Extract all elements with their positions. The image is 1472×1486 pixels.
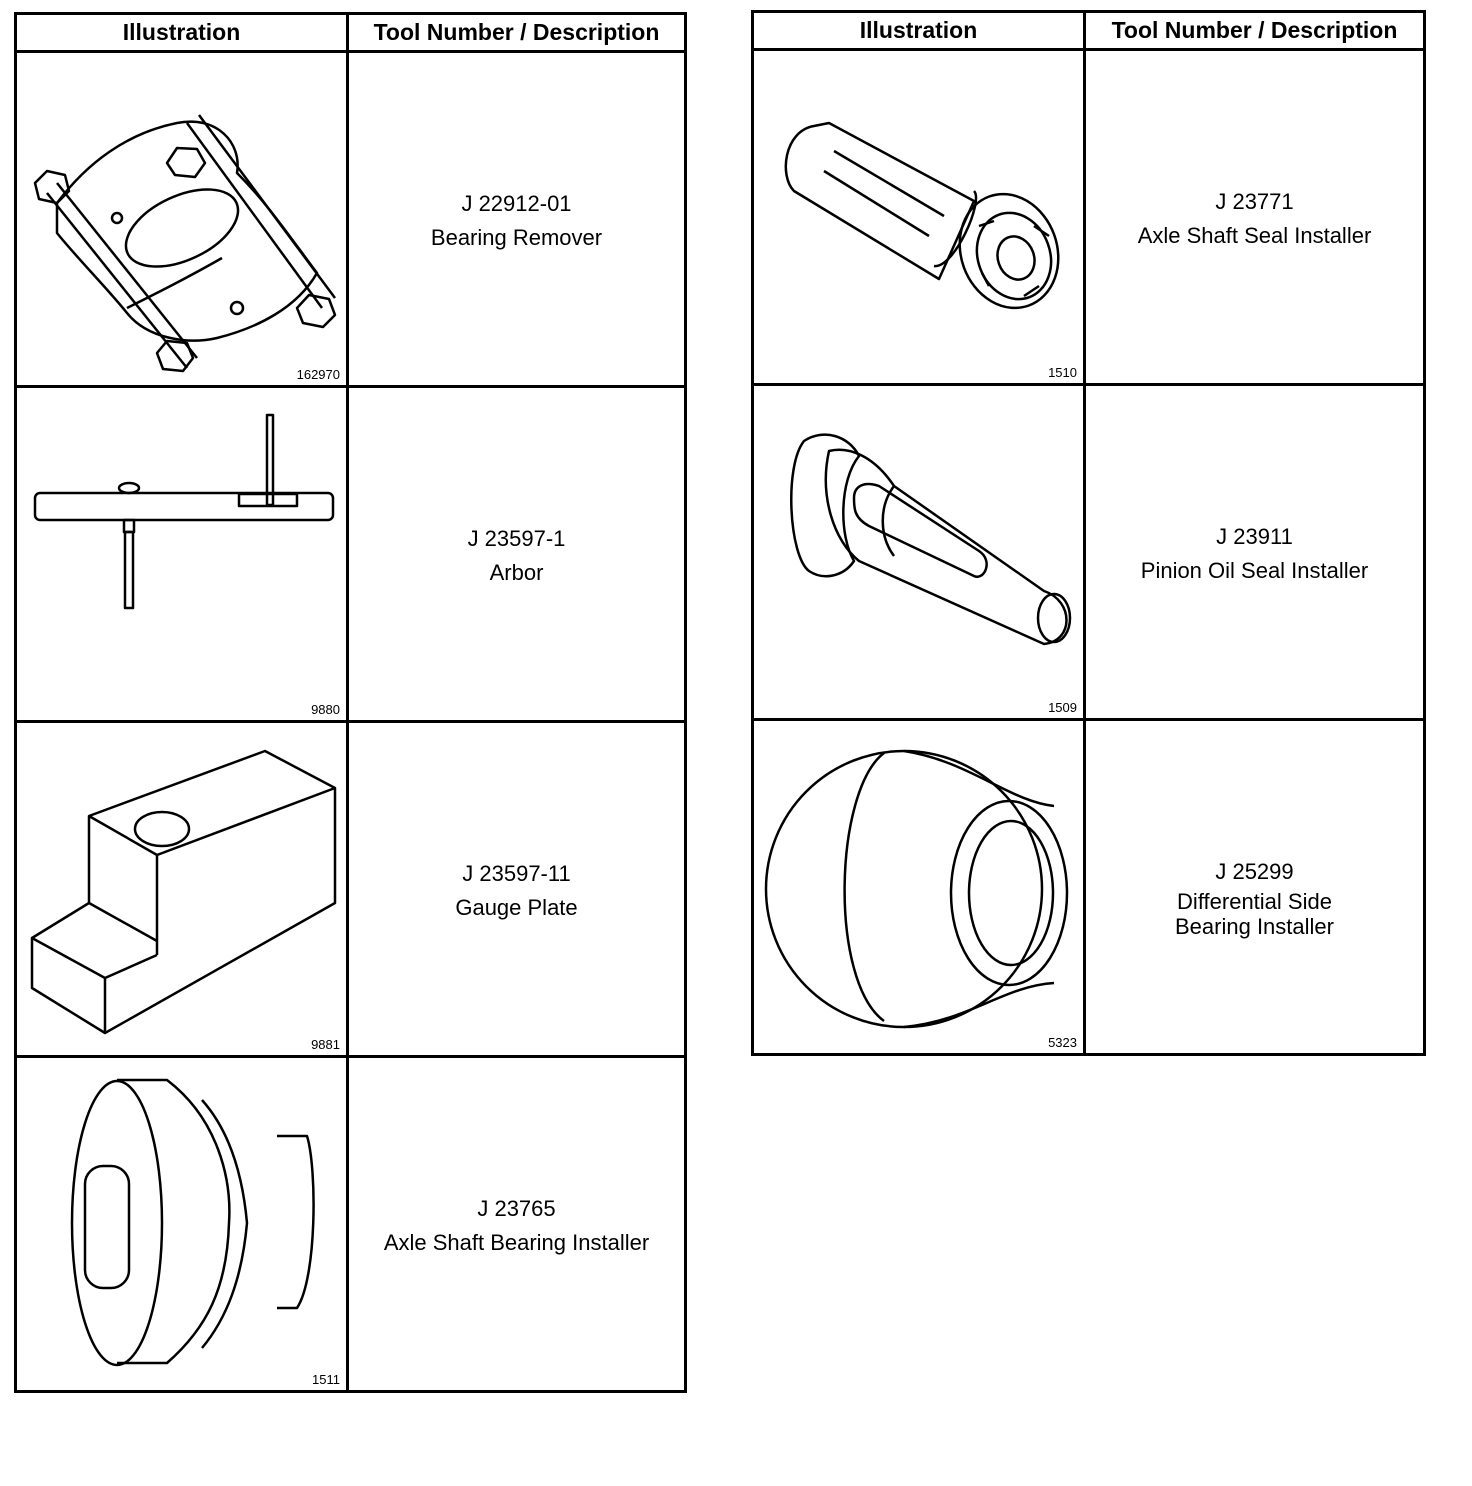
- table-row: 5323 J 25299 Differential Side Bearing I…: [751, 718, 1426, 1056]
- illustration-cell: 1509: [751, 383, 1086, 721]
- tool-number: J 23765: [477, 1196, 556, 1221]
- description-cell: J 23765 Axle Shaft Bearing Installer: [346, 1055, 687, 1393]
- tool-description: Differential Side Bearing Installer: [1175, 889, 1334, 939]
- description-cell: J 25299 Differential Side Bearing Instal…: [1083, 718, 1426, 1056]
- table-header-row: Illustration Tool Number / Description: [14, 12, 687, 53]
- tool-number: J 23911: [1216, 524, 1293, 549]
- tool-description: Arbor: [489, 560, 544, 585]
- pinion-oil-seal-installer-icon: [790, 433, 1072, 646]
- column-header-illustration: Illustration: [14, 12, 349, 53]
- tool-description: Pinion Oil Seal Installer: [1140, 558, 1369, 583]
- differential-side-bearing-installer-icon: [764, 749, 1069, 1029]
- description-cell: J 22912-01 Bearing Remover: [346, 50, 687, 388]
- column-header-description: Tool Number / Description: [346, 12, 687, 53]
- illustration-cell: 9881: [14, 720, 349, 1058]
- axle-shaft-bearing-installer-icon: [70, 1078, 315, 1367]
- tool-number: J 25299: [1215, 859, 1294, 884]
- tool-table-left: Illustration Tool Number / Description 1…: [14, 12, 687, 1393]
- figure-number: 9881: [311, 1037, 340, 1052]
- figure-number: 1509: [1048, 700, 1077, 715]
- figure-number: 1510: [1048, 365, 1077, 380]
- tool-description: Bearing Remover: [430, 225, 603, 250]
- description-cell: J 23597-1 Arbor: [346, 385, 687, 723]
- tool-description: Axle Shaft Bearing Installer: [383, 1230, 650, 1255]
- illustration-cell: 1511: [14, 1055, 349, 1393]
- axle-shaft-seal-installer-icon: [784, 121, 1060, 310]
- tool-number: J 23771: [1215, 189, 1294, 214]
- tool-table-right: Illustration Tool Number / Description 1…: [751, 10, 1426, 1056]
- tool-number: J 23597-1: [467, 526, 566, 551]
- table-row: 9880 J 23597-1 Arbor: [14, 385, 687, 723]
- table-row: 1509 J 23911 Pinion Oil Seal Installer: [751, 383, 1426, 721]
- figure-number: 9880: [311, 702, 340, 717]
- figure-number: 162970: [296, 367, 340, 382]
- table-row: 162970 J 22912-01 Bearing Remover: [14, 50, 687, 388]
- illustration-cell: 5323: [751, 718, 1086, 1056]
- description-cell: J 23771 Axle Shaft Seal Installer: [1083, 48, 1426, 386]
- bearing-remover-icon: [33, 114, 337, 373]
- tool-number: J 23597-11: [462, 861, 571, 886]
- column-header-illustration: Illustration: [751, 10, 1086, 51]
- illustration-cell: 9880: [14, 385, 349, 723]
- arbor-icon: [33, 413, 335, 610]
- table-row: 9881 J 23597-11 Gauge Plate: [14, 720, 687, 1058]
- figure-number: 1511: [312, 1372, 340, 1387]
- illustration-cell: 162970: [14, 50, 349, 388]
- table-header-row: Illustration Tool Number / Description: [751, 10, 1426, 51]
- figure-number: 5323: [1048, 1035, 1077, 1050]
- table-row: 1510 J 23771 Axle Shaft Seal Installer: [751, 48, 1426, 386]
- table-row: 1511 J 23765 Axle Shaft Bearing Installe…: [14, 1055, 687, 1393]
- description-cell: J 23911 Pinion Oil Seal Installer: [1083, 383, 1426, 721]
- tool-description: Gauge Plate: [455, 895, 578, 920]
- description-cell: J 23597-11 Gauge Plate: [346, 720, 687, 1058]
- gauge-plate-icon: [30, 749, 337, 1035]
- illustration-cell: 1510: [751, 48, 1086, 386]
- tool-description: Axle Shaft Seal Installer: [1137, 223, 1372, 248]
- column-header-description: Tool Number / Description: [1083, 10, 1426, 51]
- tool-number: J 22912-01: [461, 191, 572, 216]
